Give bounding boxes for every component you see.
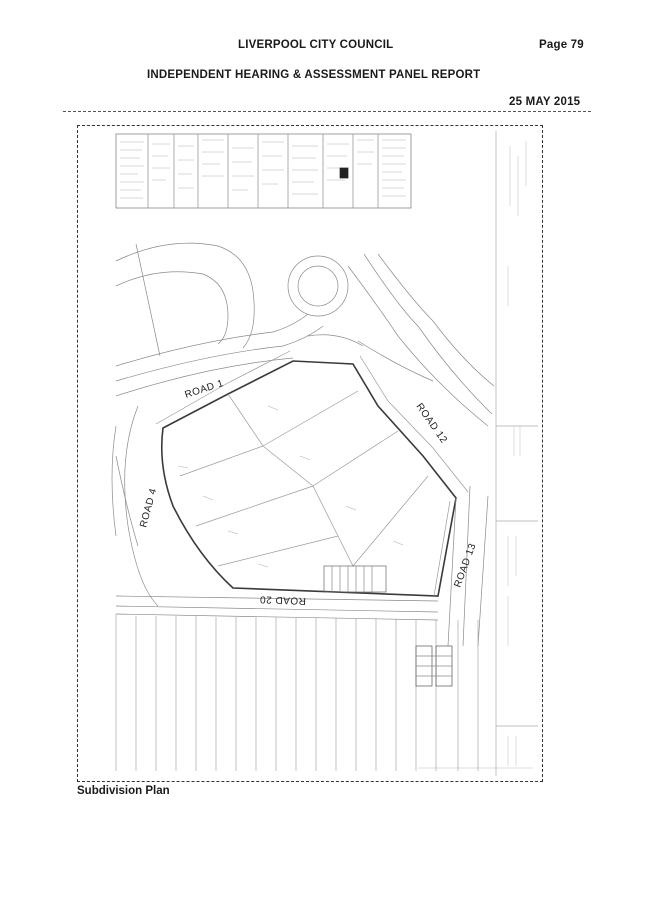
lower-detail-blocks: [415, 645, 453, 687]
legend-fine-print: [120, 139, 406, 199]
road-20-alignment: [115, 595, 439, 621]
road-alignments: [111, 242, 495, 607]
report-title: INDEPENDENT HEARING & ASSESSMENT PANEL R…: [147, 69, 481, 81]
subdivision-plan-frame: ROAD 1 ROAD 12 ROAD 4 ROAD 13 ROAD 20: [77, 125, 543, 782]
page-number: Page 79: [539, 39, 584, 51]
header-rule: [63, 111, 591, 112]
legend-table: [115, 133, 412, 209]
report-date: 25 MAY 2015: [509, 96, 581, 108]
title-strip: [418, 131, 538, 776]
figure-caption: Subdivision Plan: [77, 785, 170, 797]
road-13-alignment: [447, 485, 489, 647]
lot-labels: [177, 405, 404, 568]
road-label-road-20: ROAD 20: [259, 593, 306, 606]
road-label-road-1: ROAD 1: [184, 378, 226, 401]
road-label-road-4: ROAD 4: [138, 487, 159, 529]
site-boundary: [160, 360, 457, 597]
road-label-road-12: ROAD 12: [414, 401, 450, 445]
lot-lines: [179, 390, 429, 567]
lower-lot-grid: [115, 614, 479, 771]
page-header-council: LIVERPOOL CITY COUNCIL: [238, 39, 394, 51]
subdivision-plan-drawing: ROAD 1 ROAD 12 ROAD 4 ROAD 13 ROAD 20: [111, 131, 538, 776]
legend-swatch: [339, 167, 349, 179]
structure-block: [323, 565, 387, 593]
